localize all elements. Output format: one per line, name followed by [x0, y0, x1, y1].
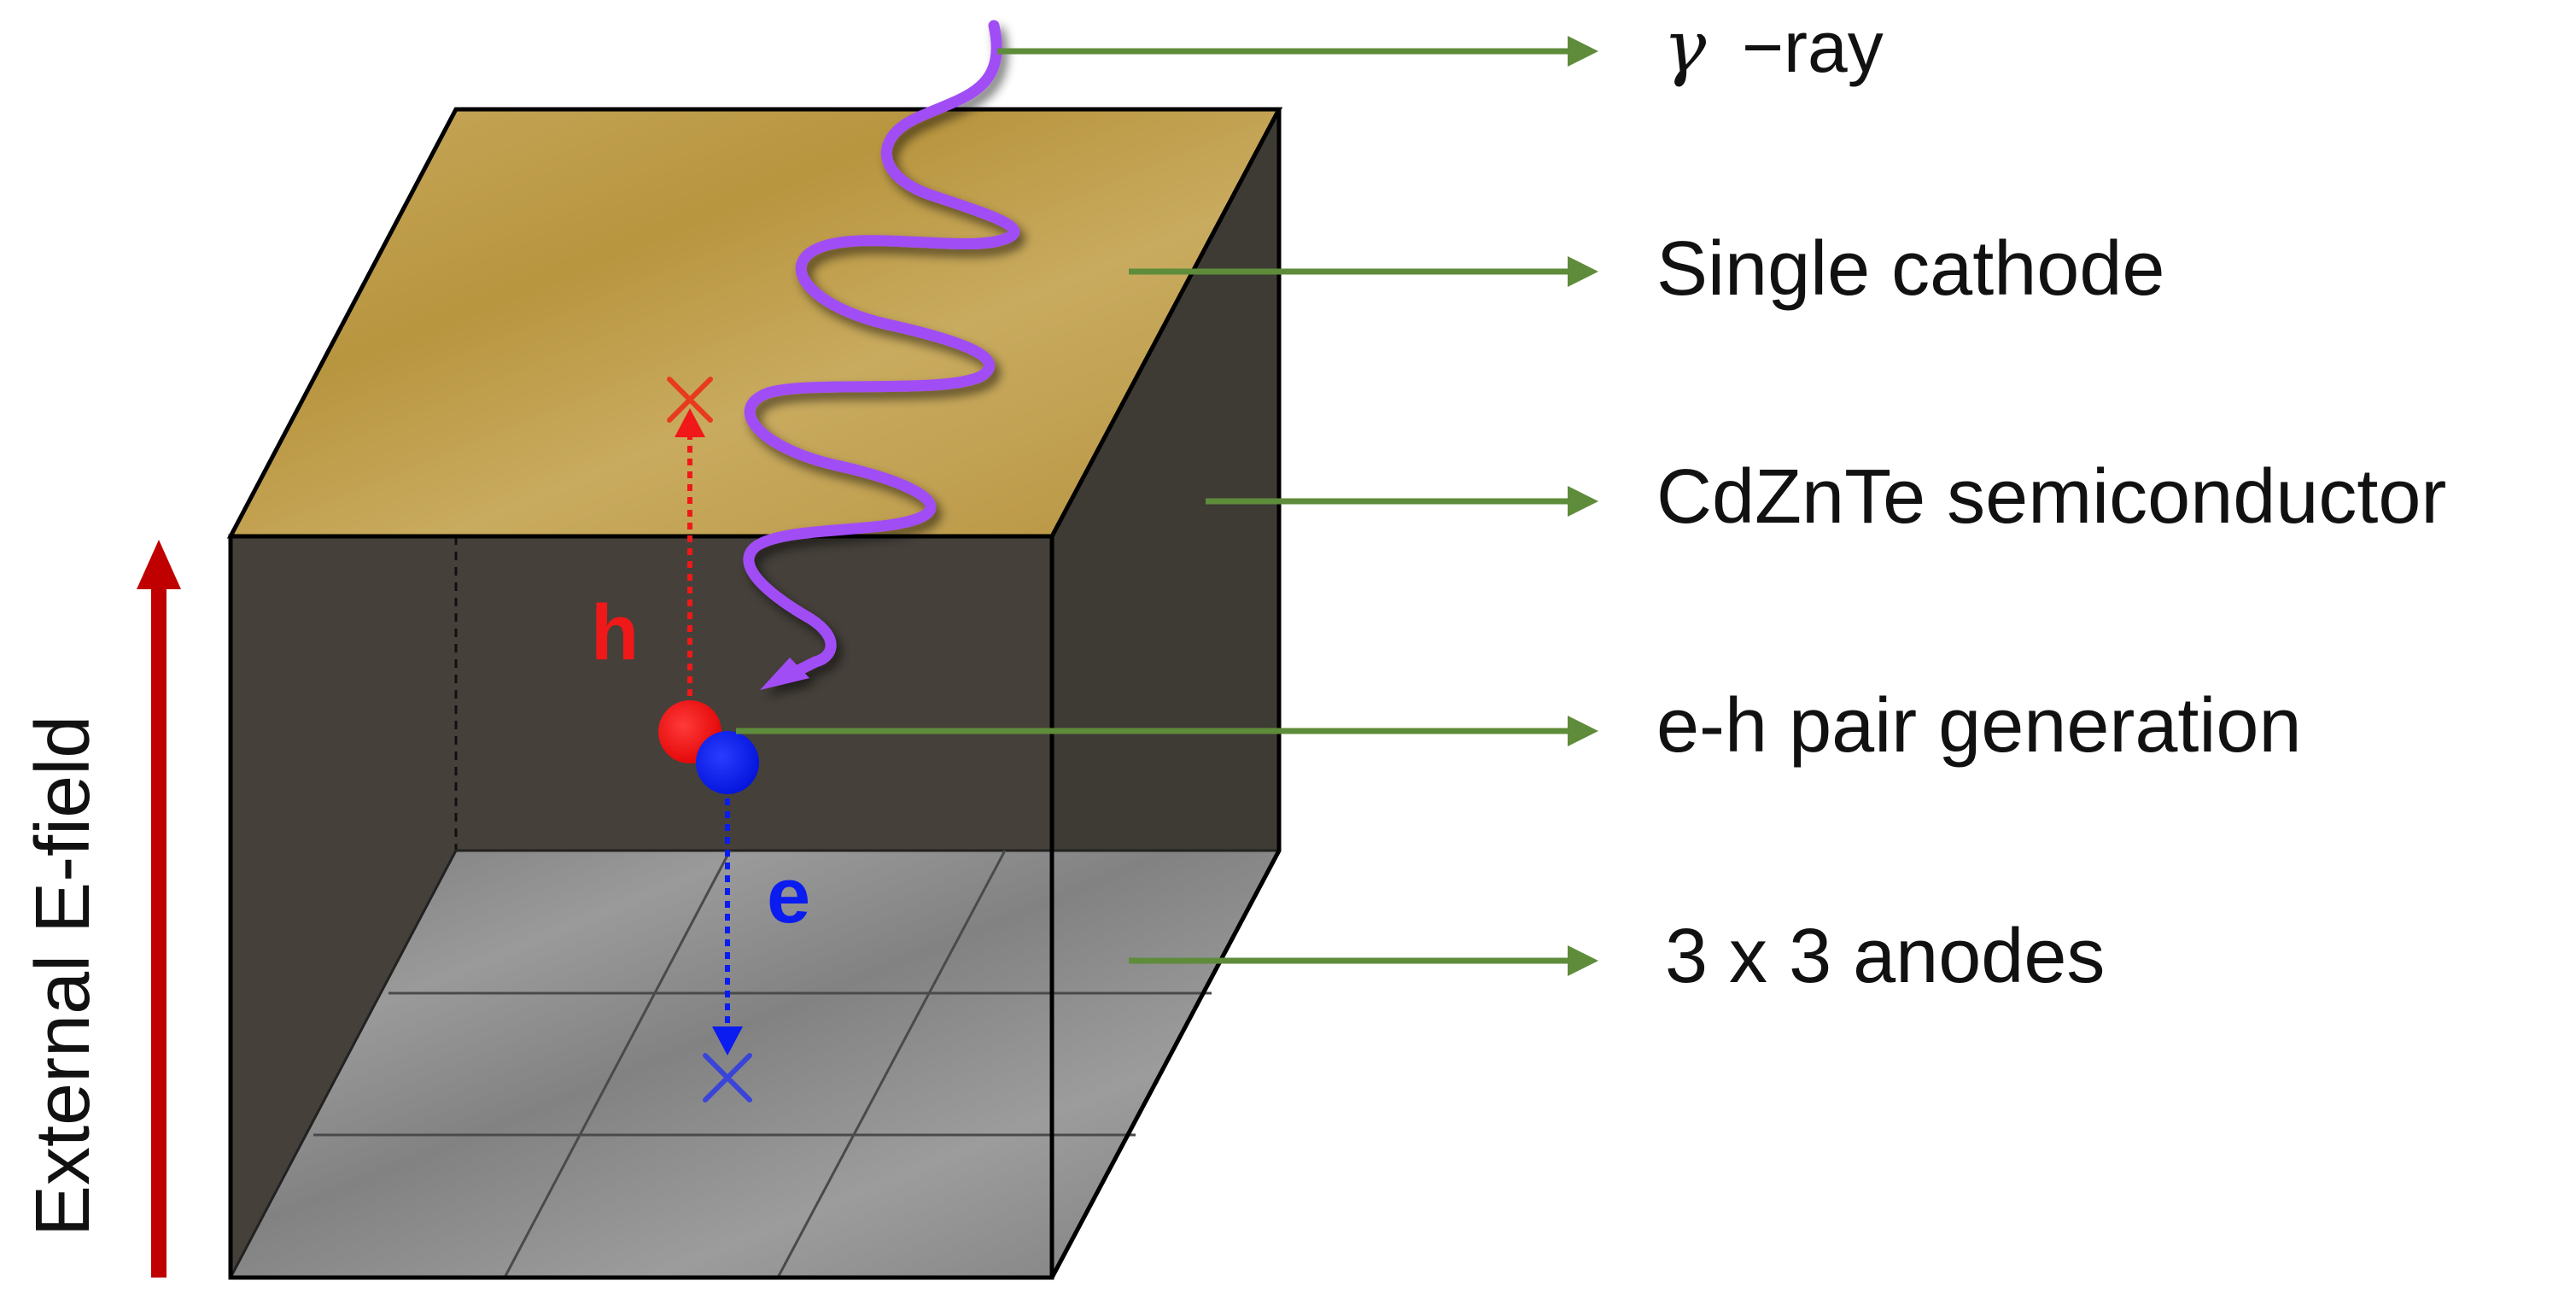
- gamma-suffix: −ray: [1742, 7, 1884, 87]
- electron-dot: [696, 731, 759, 794]
- gamma-ray-label: γ −ray: [1663, 5, 1884, 89]
- leader-anodes: [1129, 945, 1598, 976]
- leader-pair: [736, 716, 1598, 746]
- gamma-ray-wave: [743, 20, 1020, 668]
- hole-path: [667, 377, 713, 722]
- e-field-arrow: [137, 540, 181, 1278]
- hole-label: h: [591, 589, 639, 676]
- electron-label: e: [767, 852, 810, 939]
- pair-generation-label: e-h pair generation: [1656, 683, 2302, 769]
- gamma-symbol: γ: [1663, 5, 1707, 89]
- anode-grid-lines: [313, 850, 1212, 1278]
- gamma-ray: [743, 20, 1020, 690]
- leader-semiconductor: [1206, 486, 1598, 517]
- leader-lines: [736, 36, 1598, 976]
- leader-cathode: [1129, 256, 1598, 287]
- electron-cross-icon: [703, 1053, 752, 1102]
- leader-gamma: [997, 36, 1598, 67]
- anodes-label: 3 x 3 anodes: [1665, 914, 2105, 999]
- e-field-label: External E-field: [20, 716, 106, 1237]
- cathode-top-face: [226, 107, 1283, 539]
- cathode-label: Single cathode: [1656, 226, 2164, 312]
- e-field-arrowhead-icon: [137, 540, 181, 589]
- hole-cross-icon: [667, 377, 713, 423]
- electron-arrowhead-icon: [712, 1026, 743, 1056]
- hole-arrowhead-icon: [675, 408, 705, 437]
- semiconductor-label: CdZnTe semiconductor: [1656, 454, 2446, 540]
- detector-block: [226, 107, 1283, 1280]
- electron-path: [703, 786, 752, 1102]
